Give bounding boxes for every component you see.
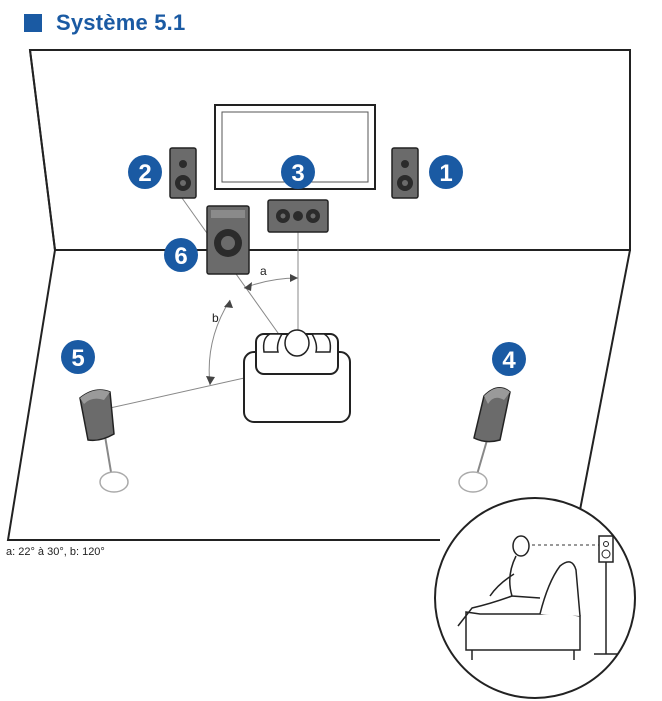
television xyxy=(214,104,376,190)
badge-front-left: 2 xyxy=(128,155,162,189)
badge-surround-left: 5 xyxy=(61,340,95,374)
angle-b-label: b xyxy=(212,311,219,325)
badge-surround-right-number: 4 xyxy=(502,347,516,374)
front-right-speaker xyxy=(391,147,419,199)
front-left-speaker xyxy=(169,147,197,199)
arrow-b-bottom xyxy=(206,376,215,385)
floor-outline xyxy=(6,249,440,541)
angle-caption: a: 22° à 30°, b: 120° xyxy=(6,546,105,558)
center-speaker xyxy=(267,199,329,233)
height-inset xyxy=(434,497,636,699)
badge-surround-left-number: 5 xyxy=(71,345,84,372)
room xyxy=(6,49,631,541)
badge-front-left-number: 2 xyxy=(138,160,151,187)
listener-head xyxy=(284,329,310,357)
surround-right-speaker xyxy=(458,387,511,493)
badge-surround-right: 4 xyxy=(492,342,526,376)
badge-subwoofer-number: 6 xyxy=(174,243,187,270)
badge-front-right-number: 1 xyxy=(439,160,452,187)
page-title: Système 5.1 xyxy=(56,10,186,35)
surround-left-speaker xyxy=(79,389,129,493)
arrow-b-top xyxy=(224,300,233,308)
title-square-icon xyxy=(24,14,42,32)
left-wall-edge xyxy=(29,49,56,251)
listener-sofa xyxy=(243,329,351,423)
badge-front-right: 1 xyxy=(429,155,463,189)
floor-right-edge xyxy=(579,249,631,511)
angle-a-arc xyxy=(243,277,299,289)
angle-a-label: a xyxy=(260,264,267,278)
arrow-a-left xyxy=(244,282,252,291)
badge-subwoofer: 6 xyxy=(164,238,198,272)
arrow-a-right xyxy=(290,274,298,282)
badge-center: 3 xyxy=(281,155,315,189)
angle-b-arc xyxy=(208,299,231,386)
header: Système 5.1 xyxy=(24,6,185,40)
subwoofer xyxy=(206,205,250,275)
badge-center-number: 3 xyxy=(291,160,304,187)
